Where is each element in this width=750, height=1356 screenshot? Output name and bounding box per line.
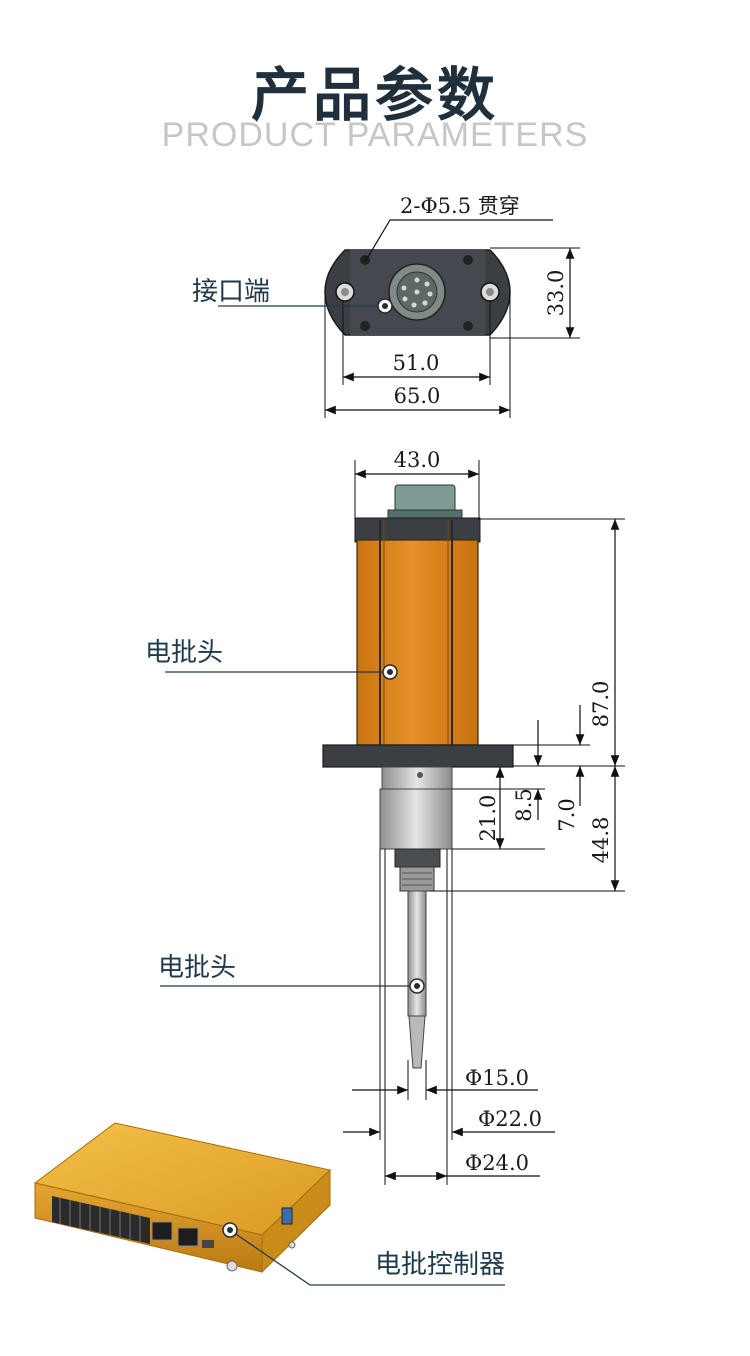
dim-outer-width: 65.0	[394, 384, 441, 408]
controller-illustration	[33, 1122, 505, 1286]
dim-inner-width: 51.0	[393, 351, 440, 375]
motor-body	[356, 539, 479, 746]
dim-bit-diameter: Φ15.0	[465, 1066, 529, 1090]
dim-lower-length: 44.8	[589, 817, 613, 864]
dim-flange-thickness: 7.0	[555, 798, 579, 831]
dim-collar-length: 21.0	[476, 795, 500, 842]
dim-nut-length: 8.5	[512, 788, 536, 821]
page-subtitle: PRODUCT PARAMETERS	[161, 116, 589, 154]
dim-outer-diameter: Φ24.0	[465, 1151, 529, 1175]
hole-note: 2-Φ5.5 贯穿	[400, 194, 520, 218]
mount-flange	[322, 744, 514, 768]
screwdriver-bit	[407, 890, 427, 1017]
dim-collar-diameter: Φ22.0	[478, 1107, 542, 1131]
dim-body-width: 43.0	[394, 448, 441, 472]
page-title: 产品参数	[250, 61, 499, 129]
label-driver-body: 电批头	[145, 638, 223, 668]
label-driver-bit: 电批头	[158, 953, 236, 983]
dim-height: 33.0	[544, 270, 568, 317]
label-controller: 电批控制器	[375, 1250, 505, 1280]
top-view-drawing	[218, 219, 580, 418]
side-view-drawing	[160, 460, 625, 1185]
dim-body-length: 87.0	[589, 681, 613, 728]
label-interface-end: 接口端	[192, 277, 270, 307]
